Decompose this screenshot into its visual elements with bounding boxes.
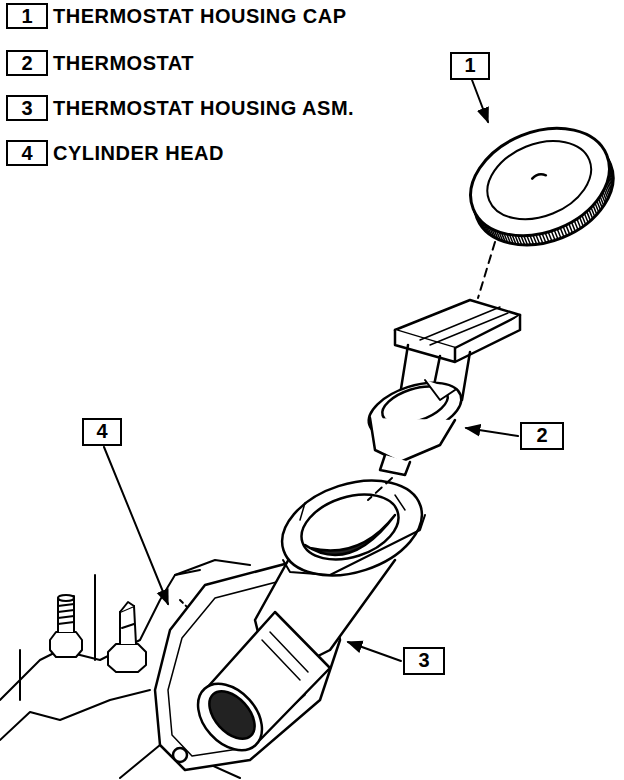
callout-number: 2: [6, 50, 48, 76]
callout-number: 3: [418, 649, 429, 671]
callout-box: 1: [450, 52, 490, 80]
callout-box: 2: [520, 422, 564, 450]
knurl-tooth: [560, 228, 564, 237]
callout-number: 1: [6, 3, 48, 29]
thermostat: [362, 300, 520, 475]
part-name: CYLINDER HEAD: [53, 142, 224, 165]
stud-bolt: [108, 602, 146, 672]
knurl-tooth: [557, 229, 561, 238]
housing-top-flange: [270, 464, 434, 592]
legend-entry: 2THERMOSTAT: [6, 50, 194, 76]
assembly-line: [368, 242, 495, 500]
legend-entry: 3THERMOSTAT HOUSING ASM.: [6, 95, 354, 121]
callout-box: 4: [82, 418, 122, 446]
callout-box: 3: [403, 647, 445, 675]
callout-number: 2: [536, 424, 547, 446]
part-name: THERMOSTAT HOUSING CAP: [53, 5, 347, 28]
callout-number: 4: [96, 420, 107, 442]
leader-line: [104, 80, 518, 661]
part-name: THERMOSTAT: [53, 52, 194, 75]
callout-number: 1: [464, 54, 475, 76]
outlet-tube: [185, 612, 330, 763]
legend-entry: 1THERMOSTAT HOUSING CAP: [6, 3, 347, 29]
part-name: THERMOSTAT HOUSING ASM.: [53, 97, 354, 120]
stud-bolt: [50, 595, 82, 657]
callout-number: 4: [6, 140, 48, 166]
housing-cap: [455, 109, 624, 265]
callout-number: 3: [6, 95, 48, 121]
legend-entry: 4CYLINDER HEAD: [6, 140, 224, 166]
